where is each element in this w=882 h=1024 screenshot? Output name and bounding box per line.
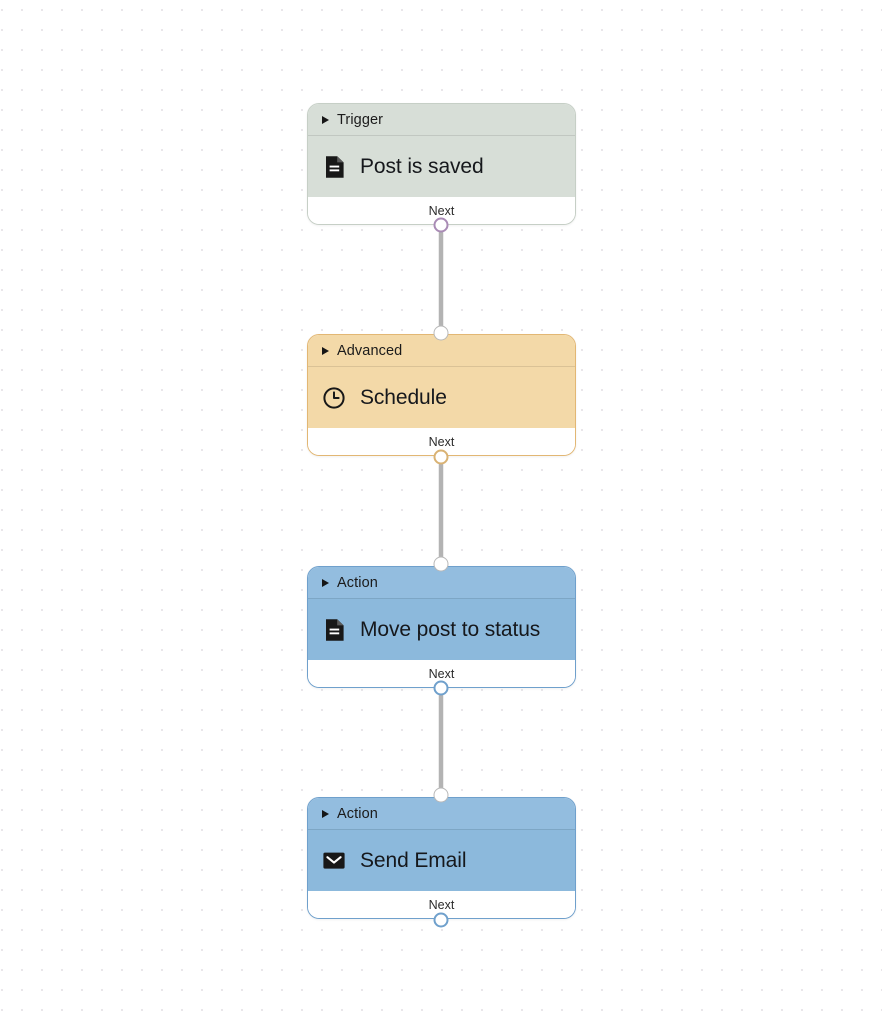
node-target-handle-action-move-post-to-status[interactable] xyxy=(433,556,449,572)
chevron-right-icon[interactable] xyxy=(322,810,329,818)
document-icon xyxy=(322,618,346,642)
clock-icon xyxy=(322,386,346,410)
node-footer-label: Next xyxy=(428,434,455,449)
workflow-node-action-send-email[interactable]: Action Send Email Next xyxy=(307,797,576,919)
envelope-icon xyxy=(322,849,346,873)
node-title: Schedule xyxy=(360,385,447,409)
node-header[interactable]: Action xyxy=(308,798,575,829)
node-body: Move post to status xyxy=(308,598,575,660)
chevron-right-icon[interactable] xyxy=(322,579,329,587)
node-footer-label: Next xyxy=(428,897,455,912)
chevron-right-icon[interactable] xyxy=(322,347,329,355)
node-category-label: Action xyxy=(337,805,378,822)
node-body: Post is saved xyxy=(308,135,575,197)
node-title: Post is saved xyxy=(360,154,484,178)
node-title: Move post to status xyxy=(360,617,541,641)
node-header[interactable]: Trigger xyxy=(308,104,575,135)
node-title: Send Email xyxy=(360,848,467,872)
node-body: Schedule xyxy=(308,366,575,428)
node-header[interactable]: Action xyxy=(308,567,575,598)
node-footer-label: Next xyxy=(428,666,455,681)
node-source-handle-advanced-schedule[interactable] xyxy=(433,449,449,465)
node-source-handle-action-move-post-to-status[interactable] xyxy=(433,680,449,696)
node-category-label: Advanced xyxy=(337,342,403,359)
node-source-handle-trigger-post-is-saved[interactable] xyxy=(433,217,449,233)
node-body: Send Email xyxy=(308,829,575,891)
document-icon xyxy=(322,155,346,179)
node-category-label: Trigger xyxy=(337,111,384,128)
workflow-node-advanced-schedule[interactable]: Advanced Schedule Next xyxy=(307,334,576,456)
node-footer-label: Next xyxy=(428,203,455,218)
workflow-node-trigger-post-is-saved[interactable]: Trigger Post is saved Next xyxy=(307,103,576,225)
node-category-label: Action xyxy=(337,574,378,591)
node-target-handle-advanced-schedule[interactable] xyxy=(433,325,449,341)
workflow-node-action-move-post-to-status[interactable]: Action Move post to status Next xyxy=(307,566,576,688)
node-target-handle-action-send-email[interactable] xyxy=(433,787,449,803)
node-source-handle-action-send-email[interactable] xyxy=(433,912,449,928)
chevron-right-icon[interactable] xyxy=(322,116,329,124)
